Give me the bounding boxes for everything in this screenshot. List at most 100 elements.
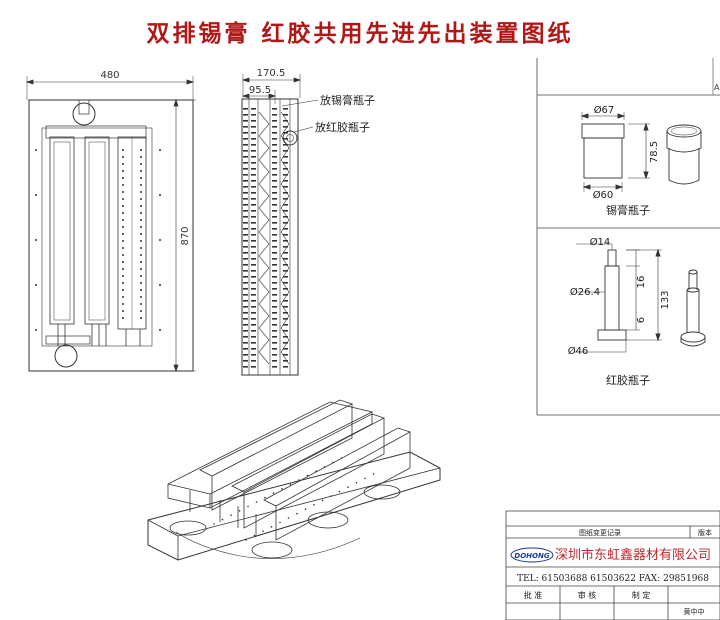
- drawing-title: 双排锡膏 红胶共用先进先出装置图纸: [146, 20, 574, 47]
- side-width-total-dim: 170.5: [257, 68, 286, 79]
- rail-hole: [140, 212, 142, 214]
- side-slot: [243, 342, 248, 344]
- side-slot: [272, 108, 277, 110]
- rail-hole: [140, 156, 142, 158]
- side-slot: [243, 258, 248, 260]
- red-glue-base-height: 6: [636, 317, 647, 323]
- side-slot: [272, 216, 277, 218]
- side-slot: [272, 228, 277, 230]
- side-slot: [283, 228, 288, 230]
- rail-hole: [122, 233, 124, 235]
- front-view: [25, 76, 196, 373]
- side-slot: [251, 204, 256, 206]
- side-slot: [272, 258, 277, 260]
- plate-hole: [35, 239, 37, 241]
- side-slot: [283, 318, 288, 320]
- side-slot: [243, 156, 248, 158]
- side-slot: [272, 300, 277, 302]
- side-slot: [243, 132, 248, 134]
- side-slot: [283, 186, 288, 188]
- side-slot: [272, 288, 277, 290]
- rail-hole: [140, 296, 142, 298]
- change-record-label: 图纸变更记录: [579, 528, 621, 537]
- rail-hole: [140, 219, 142, 221]
- iso-hole: [264, 496, 266, 499]
- rail-hole: [140, 289, 142, 291]
- side-slot: [283, 216, 288, 218]
- side-slot: [283, 264, 288, 266]
- rail-hole: [140, 310, 142, 312]
- iso-hole: [347, 486, 349, 489]
- side-slot: [283, 342, 288, 344]
- plate-hole: [159, 284, 161, 286]
- rail-hole: [140, 170, 142, 172]
- side-slot: [283, 282, 288, 284]
- side-slot: [243, 138, 248, 140]
- company-logo: DOHONG: [514, 552, 549, 560]
- title-block: [505, 510, 720, 620]
- side-slot: [283, 180, 288, 182]
- side-slot: [272, 114, 277, 116]
- side-slot: [243, 228, 248, 230]
- side-slot: [272, 180, 277, 182]
- side-slot: [251, 258, 256, 260]
- side-slot: [283, 258, 288, 260]
- side-slot: [272, 150, 277, 152]
- iso-hole: [270, 526, 273, 528]
- plate-hole: [159, 194, 161, 196]
- side-slot: [251, 156, 256, 158]
- iso-hole: [230, 514, 232, 516]
- iso-hole: [213, 523, 215, 525]
- side-slot: [251, 168, 256, 170]
- side-slot: [251, 132, 256, 134]
- rail-hole: [122, 247, 124, 249]
- plate-hole: [159, 239, 161, 241]
- side-slot: [251, 126, 256, 128]
- side-slot: [251, 234, 256, 236]
- rail-hole: [140, 205, 142, 207]
- iso-hole: [281, 488, 283, 490]
- side-slot: [243, 186, 248, 188]
- side-slot: [283, 132, 288, 134]
- side-slot: [272, 204, 277, 206]
- iso-hole: [321, 499, 324, 502]
- iso-hole: [364, 477, 366, 480]
- rail-hole: [140, 198, 142, 200]
- rail-hole: [122, 212, 124, 214]
- solder-paste-top-diameter: Ø67: [594, 104, 615, 116]
- side-slot: [272, 138, 277, 140]
- side-slot: [251, 186, 256, 188]
- side-slot: [272, 318, 277, 320]
- side-slot: [283, 192, 288, 194]
- rail-hole: [122, 268, 124, 270]
- side-slot: [243, 150, 248, 152]
- side-slot: [283, 330, 288, 332]
- side-slot: [283, 126, 288, 128]
- side-slot: [283, 294, 288, 296]
- side-slot: [243, 204, 248, 206]
- rail-hole: [140, 177, 142, 179]
- rail-hole: [122, 303, 124, 305]
- side-slot: [283, 168, 288, 170]
- side-slot: [251, 330, 256, 332]
- draft-label: 制 定: [632, 590, 651, 600]
- side-slot: [283, 366, 288, 368]
- rail-hole: [140, 240, 142, 242]
- side-slot: [251, 162, 256, 164]
- side-slot: [272, 120, 277, 122]
- side-slot: [251, 144, 256, 146]
- side-slot: [272, 126, 277, 128]
- side-slot: [251, 120, 256, 122]
- side-slot: [272, 348, 277, 350]
- side-slot: [272, 366, 277, 368]
- side-slot: [251, 270, 256, 272]
- side-slot: [272, 198, 277, 200]
- review-label: 审 核: [578, 590, 597, 600]
- iso-hole: [296, 512, 298, 515]
- plate-hole: [35, 284, 37, 286]
- side-slot: [272, 324, 277, 326]
- draft-name: 黄中中: [684, 607, 705, 616]
- side-slot: [243, 162, 248, 164]
- plate-hole: [35, 194, 37, 196]
- side-slot: [251, 210, 256, 212]
